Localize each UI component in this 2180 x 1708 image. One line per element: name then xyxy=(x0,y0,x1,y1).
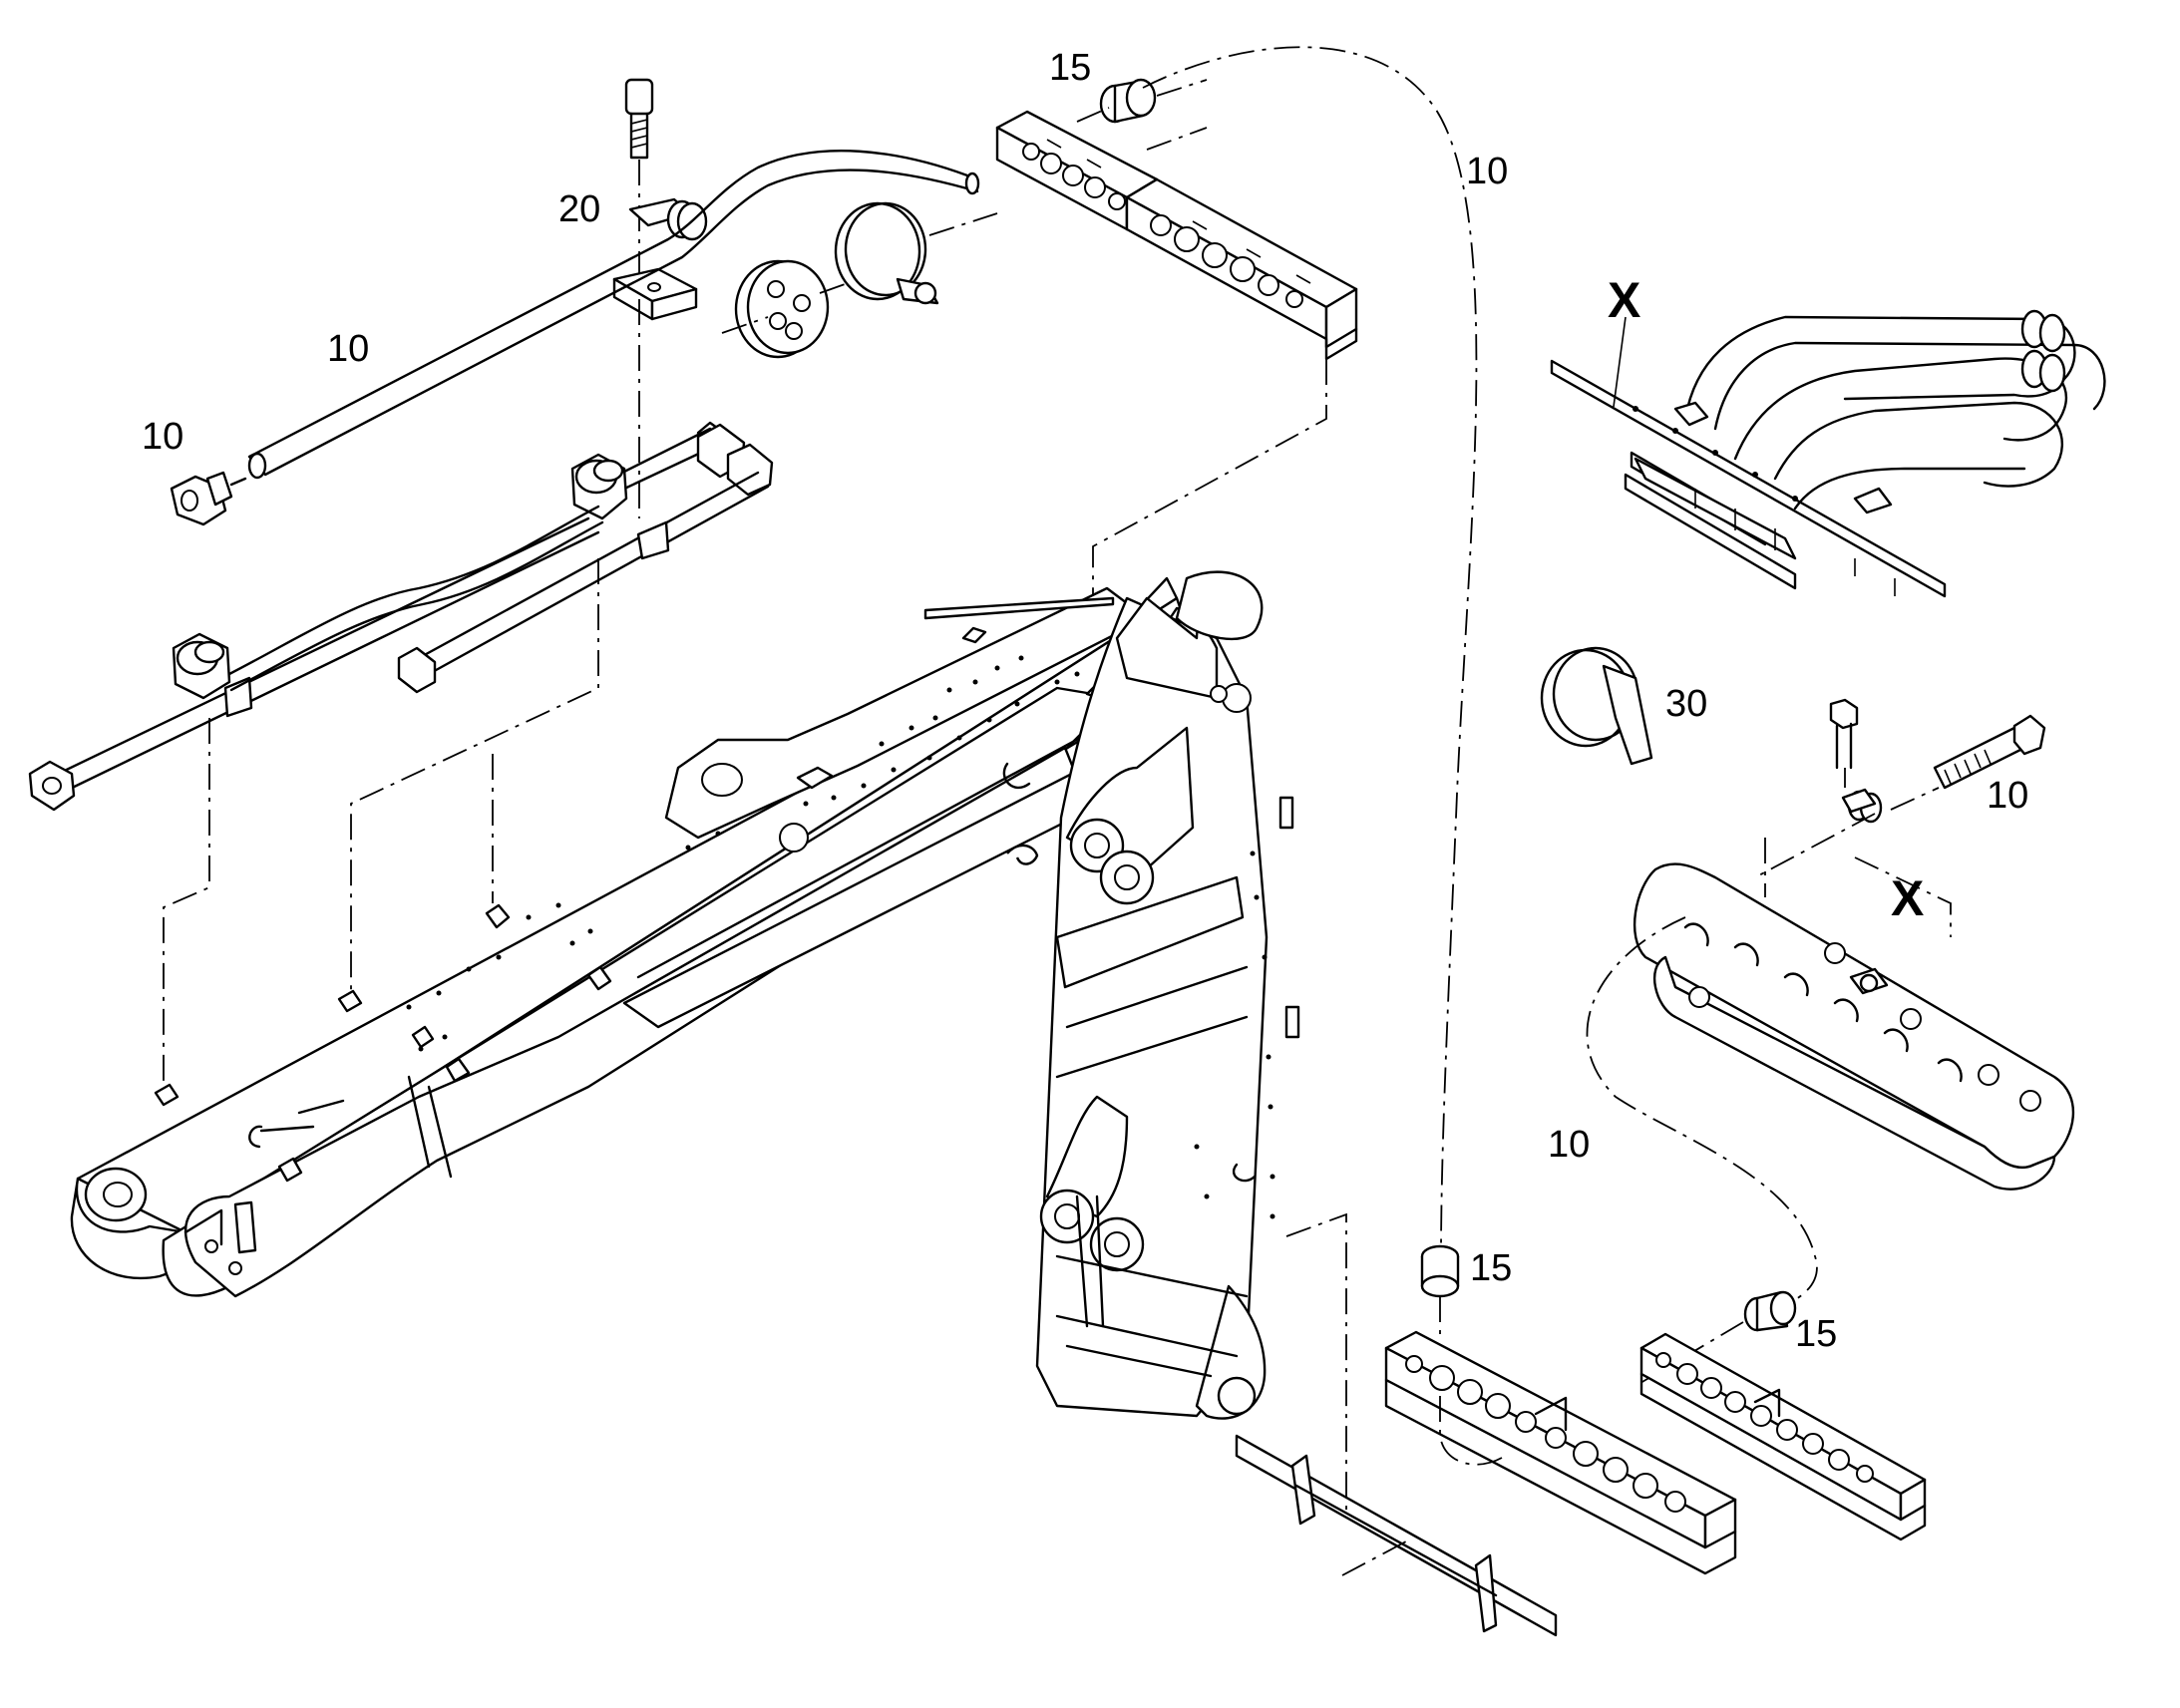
curved-tube-left xyxy=(227,505,604,692)
callout-grommet-top: 15 xyxy=(1049,47,1091,89)
bolt-right xyxy=(1829,698,1859,770)
hydraulic-tube xyxy=(247,150,980,480)
leader-grommet xyxy=(721,212,998,334)
grommet-bottom-left xyxy=(1420,1244,1460,1298)
route-line-right xyxy=(1586,916,1818,1315)
callout-route-right: 10 xyxy=(1548,1124,1590,1166)
leader-left-2 xyxy=(350,558,599,992)
spacer-block xyxy=(612,267,698,321)
callout-screw: 20 xyxy=(558,188,600,230)
view-label-x-top: X xyxy=(1608,272,1640,328)
callout-fitting-right: 10 xyxy=(1987,775,2028,817)
split-grommet xyxy=(734,259,830,359)
view-x-bracket xyxy=(1633,862,2075,1191)
boom-head xyxy=(1002,570,1300,1420)
leader-view-x-top xyxy=(1613,316,1627,408)
view-label-x-mid: X xyxy=(1891,870,1924,926)
hose-clamp xyxy=(834,201,939,305)
callout-route-top: 10 xyxy=(1466,151,1508,192)
callout-tube-fitting: 10 xyxy=(142,416,183,458)
leader-bottom-left-block xyxy=(1439,1396,1503,1466)
clamp-block-top xyxy=(995,110,1358,361)
leader-left-1 xyxy=(163,718,210,1097)
socket-head-screw xyxy=(624,78,654,160)
clamp-block-bottom-left xyxy=(1384,1330,1737,1575)
leader-fitting-right xyxy=(1890,787,1940,811)
clamp-ring xyxy=(1540,646,1653,766)
tube-bracket-lower xyxy=(172,632,253,718)
leader-head-to-strip xyxy=(1285,1212,1407,1576)
threaded-fitting-right xyxy=(1933,714,2046,790)
route-line-main xyxy=(1142,46,1478,1257)
grommet-bottom-right xyxy=(1743,1290,1797,1332)
callout-clamp-ring: 30 xyxy=(1665,683,1707,725)
leader-to-view-x-bracket xyxy=(1754,813,1952,937)
boom-arm xyxy=(70,576,1203,1298)
tube-fitting-nut xyxy=(170,471,247,526)
grommet-top xyxy=(1099,78,1157,124)
guard-strip xyxy=(1235,1434,1558,1637)
callout-grommet-bottom-right: 15 xyxy=(1795,1313,1837,1355)
long-bolt-lower xyxy=(28,516,600,812)
long-bolt-upper xyxy=(397,421,774,694)
callout-grommet-bottom-left: 15 xyxy=(1470,1247,1512,1289)
tube-bracket-upper xyxy=(570,453,670,560)
leader-block-to-boom xyxy=(1092,359,1327,688)
view-x-tube-assembly xyxy=(1550,309,2106,598)
clamp-block-bottom-right xyxy=(1639,1332,1927,1541)
leader-grommet-top xyxy=(1076,79,1208,151)
washer-right xyxy=(1841,788,1883,824)
callout-tube-top: 10 xyxy=(327,328,369,370)
